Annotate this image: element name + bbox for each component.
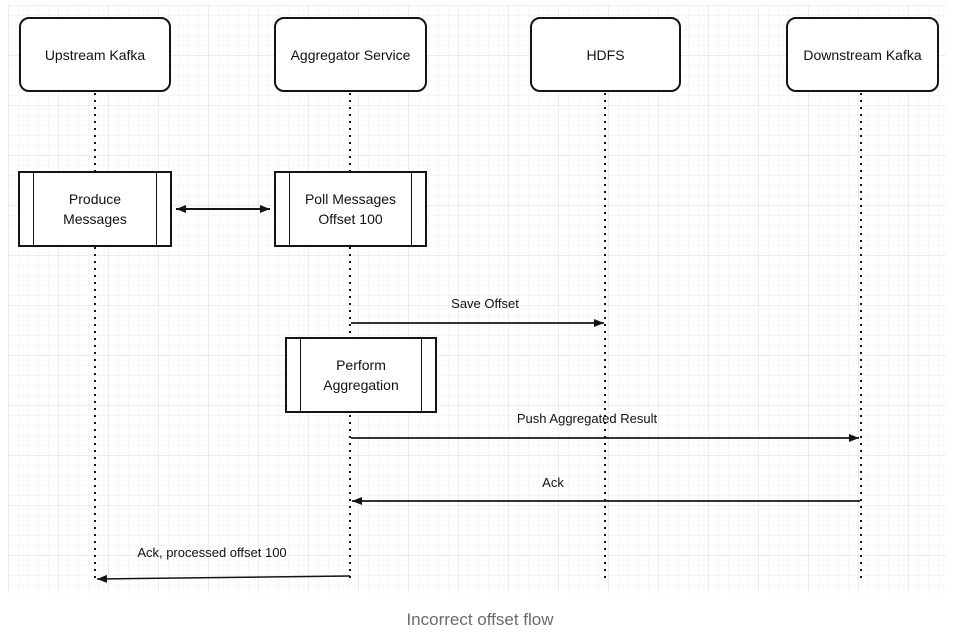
- activation-label: Poll Messages Offset 100: [304, 191, 397, 227]
- activation-side-bar: [289, 173, 290, 245]
- actor-label: HDFS: [586, 46, 625, 63]
- actor-label: Downstream Kafka: [803, 46, 922, 63]
- message-label-ack-processed-offset: Ack, processed offset 100: [137, 545, 287, 560]
- activation-perform-aggregation: Perform Aggregation: [285, 337, 437, 413]
- actor-label: Aggregator Service: [290, 46, 411, 63]
- activation-side-bar: [300, 339, 301, 411]
- activation-side-bar: [33, 173, 34, 245]
- activation-label: Perform Aggregation: [323, 357, 399, 393]
- actor-aggregator-service: Aggregator Service: [274, 17, 427, 92]
- activation-label: Produce Messages: [63, 191, 127, 227]
- actor-hdfs: HDFS: [530, 17, 681, 92]
- activation-side-bar: [411, 173, 412, 245]
- message-label-ack: Ack: [542, 475, 564, 490]
- actor-upstream-kafka: Upstream Kafka: [19, 17, 171, 92]
- actor-label: Upstream Kafka: [44, 46, 146, 63]
- activation-produce-messages: Produce Messages: [18, 171, 172, 247]
- activation-poll-messages: Poll Messages Offset 100: [274, 171, 427, 247]
- arrow-ack-processed-offset: [96, 574, 351, 583]
- message-label-save-offset: Save Offset: [451, 296, 519, 311]
- grid-background: [8, 5, 946, 593]
- message-label-push-aggregated-result: Push Aggregated Result: [516, 411, 658, 426]
- diagram-caption: Incorrect offset flow: [406, 610, 554, 629]
- activation-side-bar: [421, 339, 422, 411]
- activation-side-bar: [156, 173, 157, 245]
- actor-downstream-kafka: Downstream Kafka: [786, 17, 939, 92]
